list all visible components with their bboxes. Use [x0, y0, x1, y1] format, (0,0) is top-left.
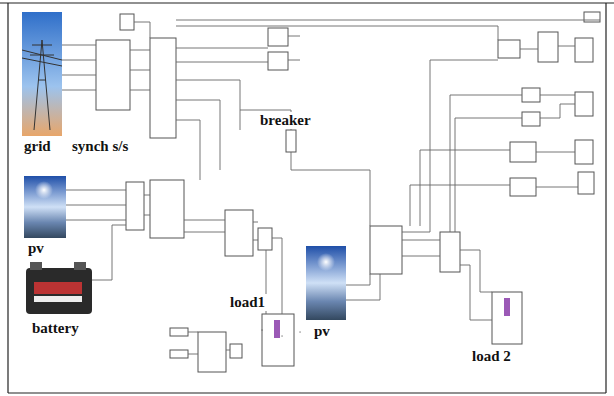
part-label: breaker: [258, 112, 313, 129]
part-label: grid: [22, 138, 53, 155]
part-label: battery: [30, 320, 81, 337]
part-label: load 2: [470, 348, 513, 365]
part-label: load1: [228, 294, 267, 311]
part-label: pv: [26, 240, 46, 257]
part-label: pv: [312, 323, 332, 340]
part-label: synch s/s: [70, 138, 130, 155]
